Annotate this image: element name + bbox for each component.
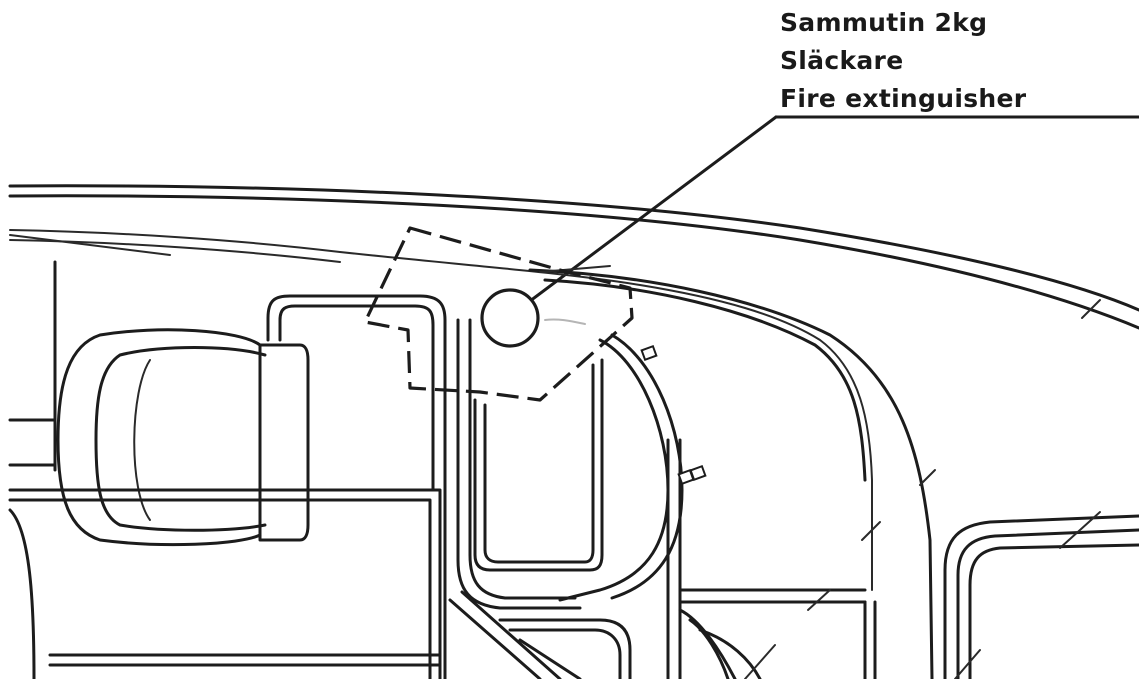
- floor-structure: [448, 590, 762, 679]
- cabinet-frame: [266, 294, 604, 679]
- callout-swedish-text: Släckare: [780, 46, 904, 75]
- rear-door-frame: [943, 514, 1139, 679]
- hatch-marks: [539, 265, 1101, 679]
- fire-extinguisher-marker: [363, 226, 634, 402]
- left-wall-frame: [8, 260, 442, 679]
- driver-seat: [56, 328, 310, 547]
- bracket-clips: [640, 344, 707, 486]
- callout-leader-line: [508, 115, 1139, 318]
- extinguisher-circle-icon: [480, 288, 540, 348]
- callout-english-text: Fire extinguisher: [780, 84, 1027, 113]
- callout-finnish-text: Sammutin 2kg: [780, 8, 988, 37]
- bulkhead-partition: [558, 333, 877, 679]
- extinguisher-callout-label: Sammutin 2kg Släckare Fire extinguisher: [780, 4, 1026, 118]
